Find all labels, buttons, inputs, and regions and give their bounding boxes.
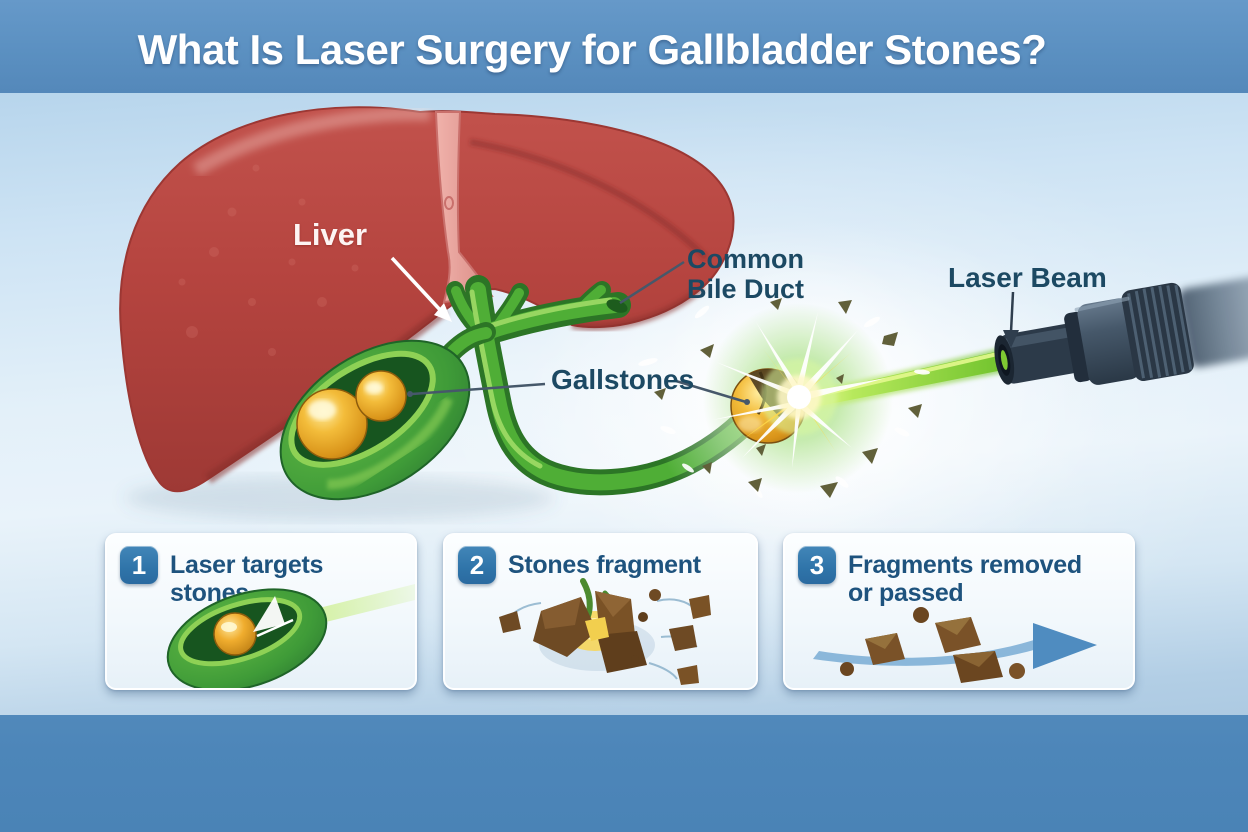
footer-band — [0, 715, 1248, 832]
step-card-3: 3 Fragments removed or passed — [783, 533, 1135, 690]
header-band: What Is Laser Surgery for Gallbladder St… — [0, 0, 1248, 93]
step-1-art-laser-targets-stone — [166, 584, 415, 688]
step-3-art-fragments-passed — [813, 607, 1097, 683]
step-2-art-stone-fragments — [499, 578, 711, 685]
liver-arrow — [390, 256, 452, 322]
step-3-title: Fragments removed or passed — [848, 551, 1082, 607]
step-1-badge: 1 — [120, 546, 158, 584]
liver-label: Liver — [293, 217, 368, 252]
gallstones-leader-lines — [411, 379, 747, 404]
explosion-starburst — [638, 298, 930, 498]
gallstone-small — [355, 370, 407, 422]
laser-device-illustration — [994, 269, 1248, 385]
step-2-badge: 2 — [458, 546, 496, 584]
gallbladder-illustration — [279, 322, 496, 501]
step-card-1: 1 Laser targets stones — [105, 533, 417, 690]
step-2-title: Stones fragment — [508, 551, 701, 579]
common-bile-duct-leader-line — [619, 260, 685, 305]
step-card-2: 2 Stones fragment — [443, 533, 758, 690]
laser-beam-label: Laser Beam — [948, 262, 1107, 293]
annotation-lines — [390, 256, 1019, 405]
step-3-badge: 3 — [798, 546, 836, 584]
explosion-debris — [654, 298, 922, 498]
laser-beam-arrow — [1003, 291, 1019, 348]
page-title: What Is Laser Surgery for Gallbladder St… — [137, 25, 1047, 73]
liver-texture-speckles — [178, 164, 359, 356]
gallstones-label: Gallstones — [551, 364, 695, 395]
common-bile-duct-label: Common Bile Duct — [687, 244, 805, 305]
step-1-title: Laser targets stones — [170, 551, 324, 607]
